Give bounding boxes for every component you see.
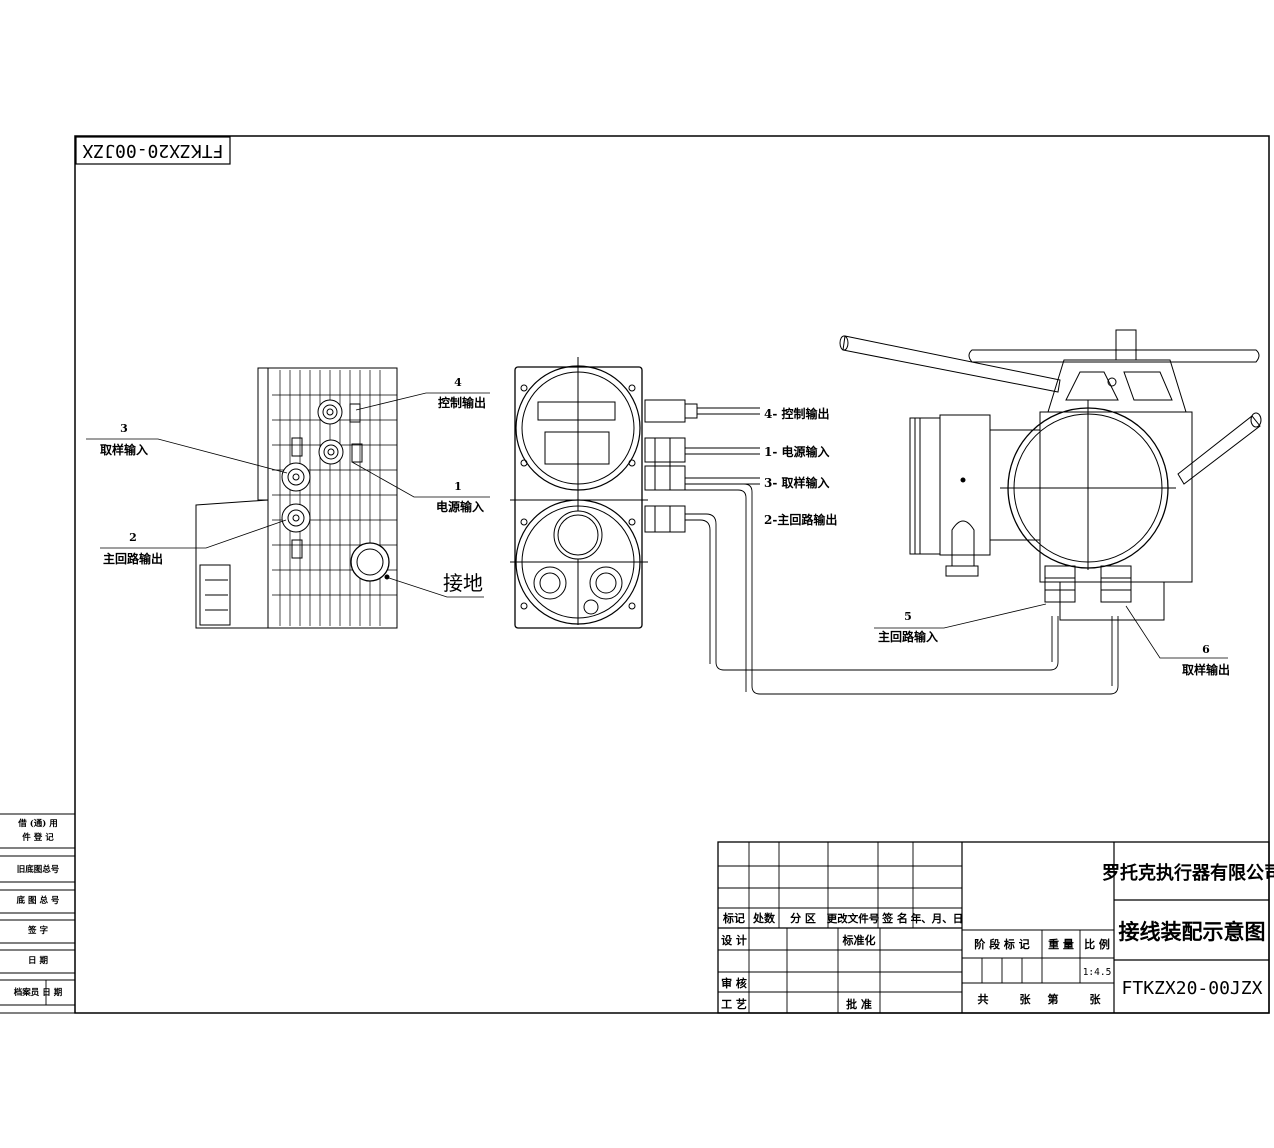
label-5-text: 主回路输入 xyxy=(878,629,938,644)
tb-sheet-unit2: 张 xyxy=(1090,992,1102,1006)
tb-date: 年、月、日 xyxy=(911,912,964,925)
strip-row-1: 件 登 记 xyxy=(22,832,54,843)
label-5-num: 5 xyxy=(904,610,912,623)
label-2-text: 主回路输出 xyxy=(103,551,163,566)
front-view xyxy=(510,357,698,629)
label-ground: 接地 xyxy=(443,571,483,595)
label-6-num: 6 xyxy=(1202,643,1210,656)
strip-row-3: 底 图 总 号 xyxy=(17,895,60,906)
tb-scale-label: 比 例 xyxy=(1084,937,1110,951)
tb-approve: 批 准 xyxy=(846,997,872,1011)
actuator-leaders xyxy=(874,603,1228,659)
label-2-num: 2 xyxy=(129,531,137,544)
label-1-text: 电源输入 xyxy=(436,499,484,514)
label-3-num: 3 xyxy=(120,422,128,435)
tb-title: 接线装配示意图 xyxy=(1119,919,1266,944)
strip-row-0: 借 (通) 用 xyxy=(17,818,57,829)
tb-code: FTKZX20-00JZX xyxy=(1122,978,1263,999)
tb-standard: 标准化 xyxy=(842,933,876,947)
label-4-text: 控制输出 xyxy=(438,395,486,410)
label-r3: 3- 取样输入 xyxy=(764,475,830,490)
front-leaders xyxy=(685,407,1119,695)
strip-row-2: 旧底图总号 xyxy=(17,864,60,875)
actuator-view xyxy=(839,329,1262,621)
side-view xyxy=(195,367,398,629)
left-leaders xyxy=(86,392,490,598)
label-r1: 1- 电源输入 xyxy=(764,444,830,459)
tb-count: 处数 xyxy=(752,911,776,925)
strip-row-5: 日 期 xyxy=(28,955,48,966)
tb-scale: 1:4.5 xyxy=(1083,967,1112,978)
label-r4: 4- 控制输出 xyxy=(764,406,830,421)
strip-row-4: 签 字 xyxy=(27,925,48,936)
tb-mark: 标记 xyxy=(722,911,745,925)
label-6-text: 取样输出 xyxy=(1182,662,1230,677)
tb-company: 罗托克执行器有限公司 xyxy=(1102,862,1274,884)
tb-stage: 阶 段 标 记 xyxy=(974,937,1030,951)
rotated-code: FTKZX20-00JZX xyxy=(82,140,223,161)
left-strip xyxy=(0,813,75,1014)
title-block-text: 标记 处数 分 区 更改文件号 签 名 年、月、日 设 计 标准化 审 核 工 … xyxy=(721,862,1274,1011)
tb-weight: 重 量 xyxy=(1048,937,1074,951)
tb-sheets-total: 共 xyxy=(978,992,989,1006)
strip-row-6: 档案员 日 期 xyxy=(14,987,63,998)
tb-design: 设 计 xyxy=(721,933,747,947)
label-4-num: 4 xyxy=(454,376,462,389)
sheet-border xyxy=(74,135,1270,1014)
label-r2: 2-主回路输出 xyxy=(764,512,837,527)
left-strip-text: 借 (通) 用 件 登 记 旧底图总号 底 图 总 号 签 字 日 期 档案员 … xyxy=(14,818,63,998)
tb-review: 审 核 xyxy=(721,976,747,990)
rotated-code-box: FTKZX20-00JZX xyxy=(75,136,231,165)
tb-zone: 分 区 xyxy=(790,911,816,925)
tb-sheet-no: 第 xyxy=(1048,992,1059,1006)
tb-docno: 更改文件号 xyxy=(827,912,880,925)
label-3-text: 取样输入 xyxy=(100,442,148,457)
tb-sign: 签 名 xyxy=(881,911,908,925)
tb-process: 工 艺 xyxy=(721,997,747,1011)
title-block xyxy=(717,841,1270,1014)
label-1-num: 1 xyxy=(454,480,462,493)
labels: 4 控制输出 3 取样输入 1 电源输入 2 主回路输出 接地 4- 控制输出 … xyxy=(100,376,1230,677)
tb-sheets-unit: 张 xyxy=(1020,992,1032,1006)
